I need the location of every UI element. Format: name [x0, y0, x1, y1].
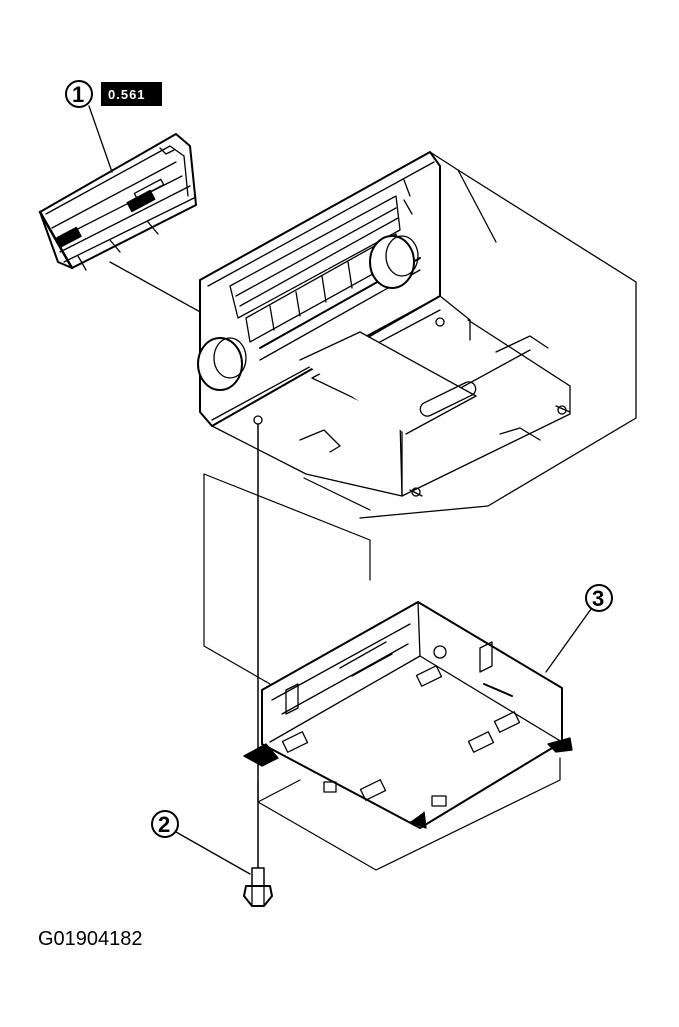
callout-3-label: 3 — [592, 586, 604, 611]
callout-3: 3 — [545, 584, 613, 673]
callout-1-label: 1 — [72, 82, 84, 107]
mounting-bracket — [243, 601, 573, 829]
badge-label: 0.561 — [108, 87, 146, 102]
control-panel-bezel — [38, 133, 197, 271]
bolt — [243, 867, 273, 907]
part-badge: 0.561 — [101, 82, 162, 106]
callout-2-label: 2 — [158, 812, 170, 837]
callout-2: 2 — [151, 810, 251, 875]
callout-1: 1 — [65, 80, 113, 173]
figure-code: G01904182 — [38, 928, 143, 950]
audio-unit — [197, 151, 637, 519]
